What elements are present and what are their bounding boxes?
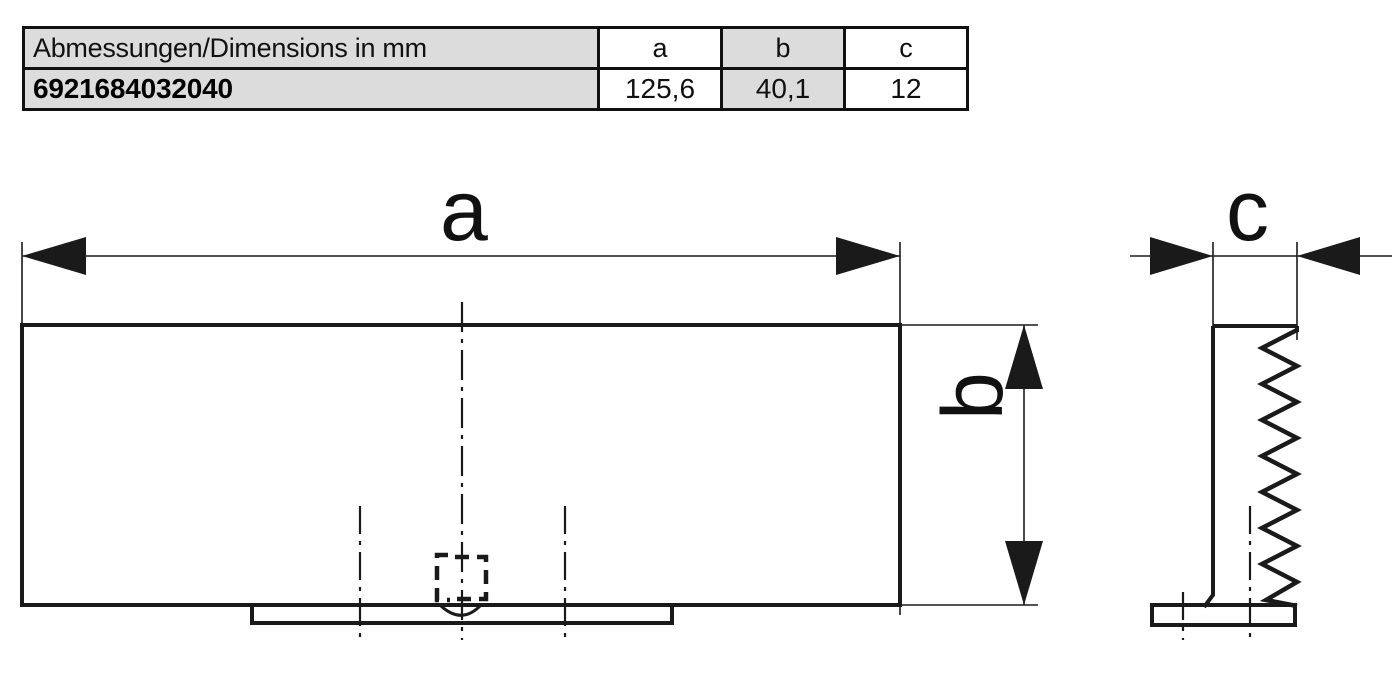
front-view-hidden-thread-detail [434, 552, 489, 617]
dimension-c-arrow-left [1150, 237, 1213, 275]
dimensions-table-container: Abmessungen/Dimensions in mm a b c 69216… [22, 26, 969, 111]
side-view-base-flange [1150, 603, 1297, 627]
dimension-c-label: c [1226, 163, 1269, 259]
table-cell-value-a: 125,6 [597, 67, 723, 111]
table-header-b: b [720, 26, 846, 70]
front-view-body [20, 323, 902, 607]
dimension-a-label: a [440, 163, 488, 259]
dimension-a-arrow-left [22, 237, 86, 275]
side-view-centerlines [1181, 506, 1252, 640]
dimension-a-arrow-right [836, 237, 900, 275]
side-view-body [1202, 324, 1299, 609]
dimension-c-arrow-right [1297, 237, 1360, 275]
table-header-c: c [843, 26, 969, 70]
table-row-values: 6921684032040 125,6 40,1 12 [22, 67, 969, 111]
table-row-header: Abmessungen/Dimensions in mm a b c [22, 26, 969, 70]
side-view-thread-profile [1257, 327, 1302, 609]
dimension-b-group [898, 324, 1043, 606]
table-cell-value-c: 12 [843, 67, 969, 111]
table-cell-part-number: 6921684032040 [22, 67, 600, 111]
dimension-b-label: b [925, 372, 1021, 420]
table-cell-value-b: 40,1 [720, 67, 846, 111]
dimension-a-group [21, 237, 901, 615]
front-view-centerlines [358, 302, 567, 640]
dimensions-table: Abmessungen/Dimensions in mm a b c 69216… [22, 26, 969, 111]
table-header-description: Abmessungen/Dimensions in mm [22, 26, 600, 70]
table-header-a: a [597, 26, 723, 70]
front-view-base-flange [250, 605, 674, 625]
dimension-b-arrow-bottom [1005, 541, 1043, 605]
